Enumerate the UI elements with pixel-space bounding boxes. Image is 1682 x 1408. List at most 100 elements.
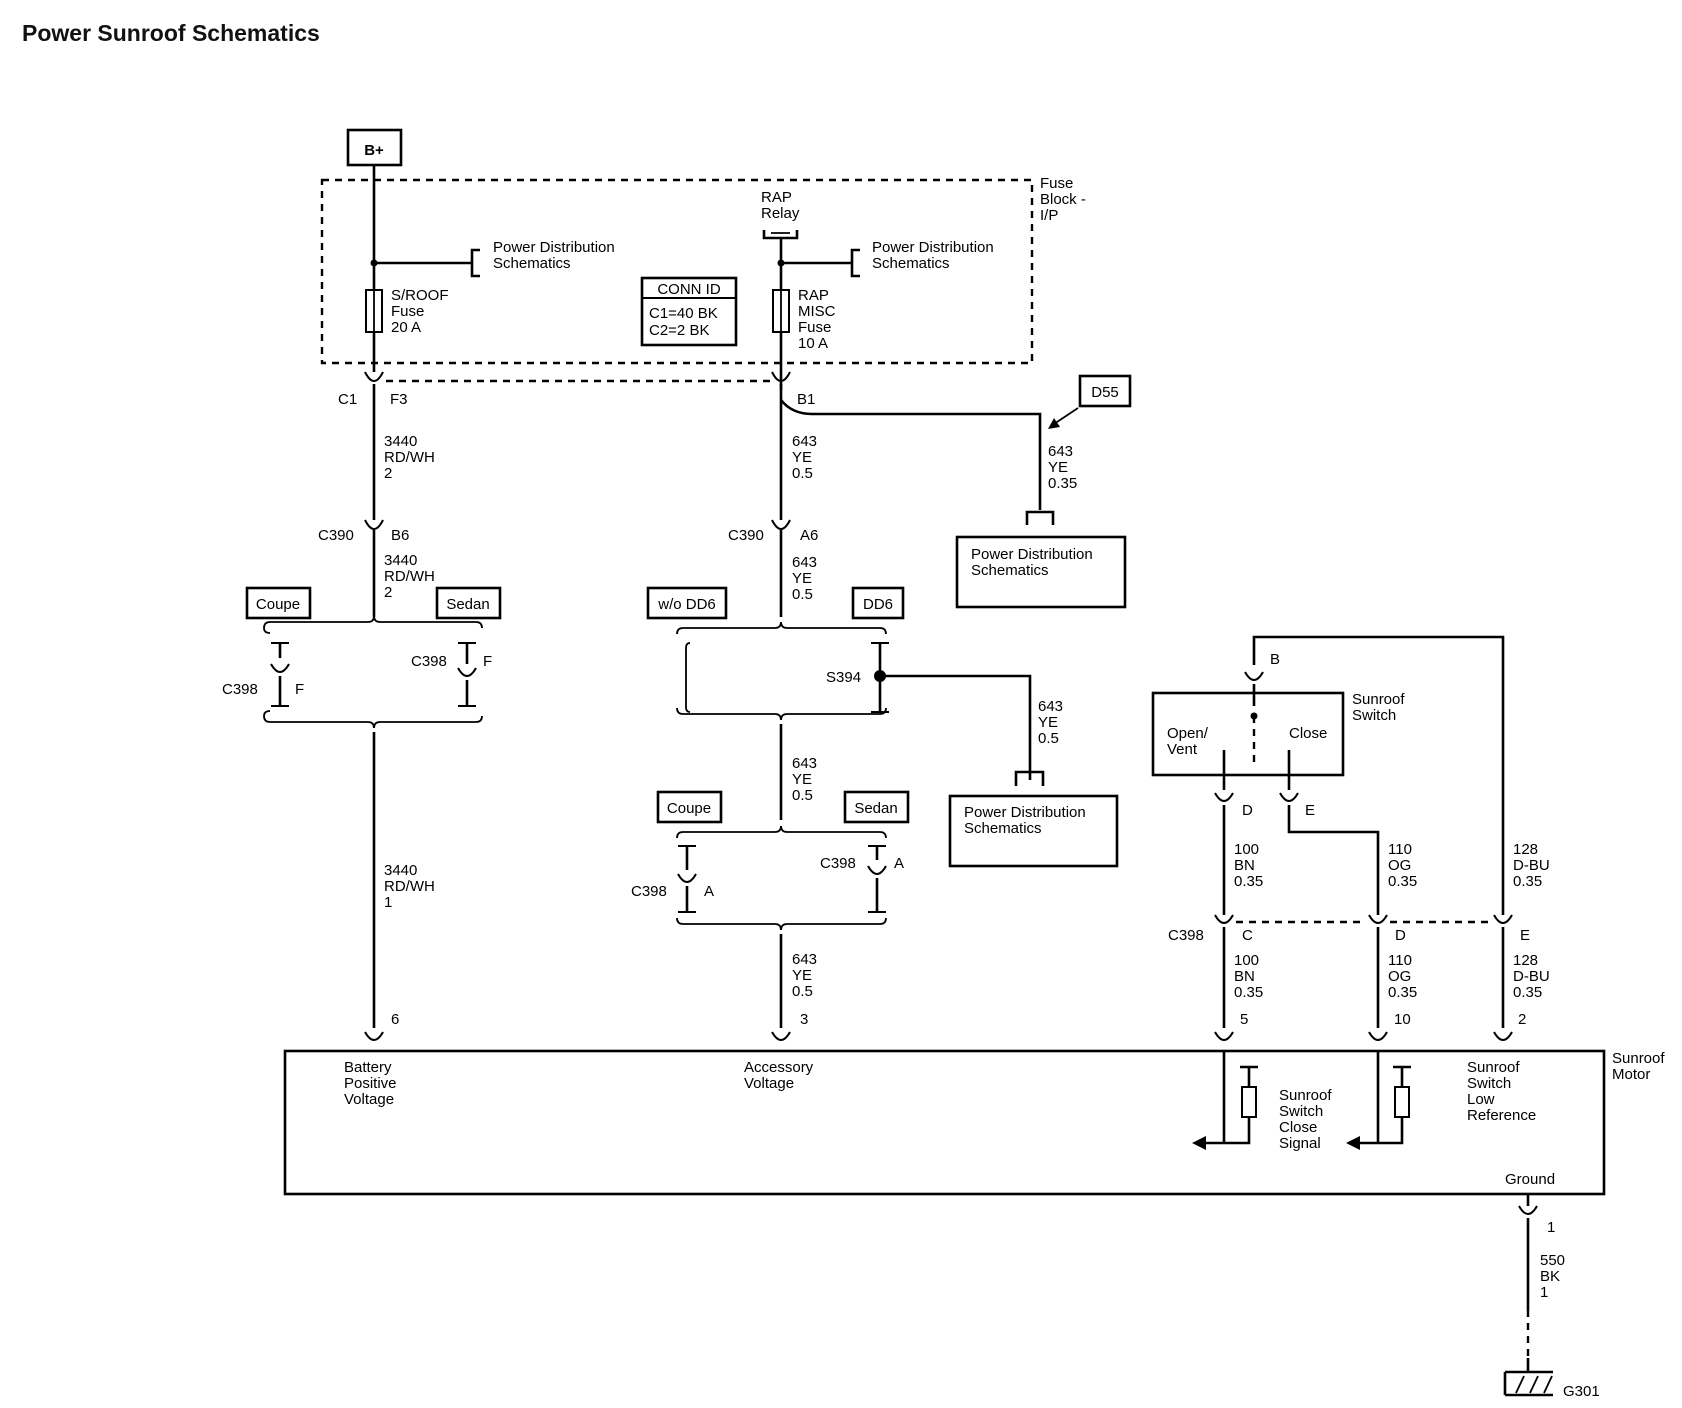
close-signal-label-2: Switch [1279, 1103, 1323, 1120]
option-split-bottom [676, 917, 887, 931]
wo-dd6-label: w/o DD6 [657, 596, 716, 613]
conn-b6-label: B6 [391, 527, 409, 544]
wire-643-label-2: YE [792, 449, 812, 466]
connector-c398-a [867, 865, 887, 875]
conn-c398-label: C398 [631, 883, 667, 900]
wire-3440-label-2: RD/WH [384, 449, 435, 466]
pds-box-right-1: Power Distribution [971, 546, 1093, 563]
wire-643-label-1: 643 [792, 951, 817, 968]
connector-c390-a6 [771, 519, 791, 530]
rap-fuse-label-2: MISC [798, 303, 836, 320]
wire-643-label-3: 0.5 [792, 586, 813, 603]
sunroof-motor-module [283, 1049, 1606, 1196]
sunroof-switch-label-2: Switch [1352, 707, 1396, 724]
wo-dd6-option-box [646, 586, 728, 620]
pds-box-right-2: Schematics [971, 562, 1049, 579]
wire-3440-label-3: 2 [384, 465, 392, 482]
sunroof-switch-box [1151, 691, 1345, 777]
sunroof-motor-label-1: Sunroof [1612, 1050, 1665, 1067]
wire-643-label-1: 643 [1038, 698, 1063, 715]
connector-switch-b [1244, 671, 1264, 681]
rap-relay-label-1: RAP [761, 189, 792, 206]
connector-switch-d [1214, 792, 1234, 802]
pds-ref-2: Schematics [872, 255, 950, 272]
motor-pin-6 [364, 1031, 384, 1041]
wire-550-label-1: 550 [1540, 1252, 1565, 1269]
motor-accessory-label-1: Accessory [744, 1059, 814, 1076]
connector-c1-f3 [364, 371, 384, 382]
fuse-block-label-3: I/P [1040, 207, 1058, 224]
rap-relay-label-2: Relay [761, 205, 800, 222]
coupe-label: Coupe [256, 596, 300, 613]
wire-128-label-1: 128 [1513, 952, 1538, 969]
wire-3440-label-2: RD/WH [384, 568, 435, 585]
rap-fuse-label-4: 10 A [798, 335, 828, 352]
wire-550-label-3: 1 [1540, 1284, 1548, 1301]
sunroof-switch-label-1: Sunroof [1352, 691, 1405, 708]
connector-c390-b6 [364, 519, 384, 530]
conn-c398-label: C398 [222, 681, 258, 698]
splice-s394-label: S394 [826, 669, 861, 686]
fuse-block-label-1: Fuse [1040, 175, 1073, 192]
option-split-top [676, 825, 887, 839]
switch-open-vent-1: Open/ [1167, 725, 1209, 742]
conn-c390-label: C390 [728, 527, 764, 544]
motor-ground-label: Ground [1505, 1171, 1555, 1188]
arrow-icon [1192, 1136, 1206, 1150]
connector-c398-f [270, 663, 290, 673]
wire-643-035-label-1: 643 [1048, 443, 1073, 460]
wire-3440-label-1: 3440 [384, 433, 417, 450]
wire-100-label-3: 0.35 [1234, 984, 1263, 1001]
close-signal-label-3: Close [1279, 1119, 1317, 1136]
wire-128-label-3: 0.35 [1513, 873, 1542, 890]
fuse-block-outline [320, 178, 1034, 365]
motor-battery-label-3: Voltage [344, 1091, 394, 1108]
motor-battery-label-1: Battery [344, 1059, 392, 1076]
connector-c398-a [677, 873, 697, 883]
wire-128-top [1252, 635, 1505, 915]
wire-643-label-3: 0.5 [792, 465, 813, 482]
wire-110-top [1287, 805, 1380, 915]
wire-550-label-2: BK [1540, 1268, 1560, 1285]
d55-label: D55 [1091, 384, 1119, 401]
conn-id-row-1: C1=40 BK [649, 305, 718, 322]
option-split-top [263, 615, 483, 629]
switch-close-label: Close [1289, 725, 1327, 742]
wire-643-035-label-3: 0.35 [1048, 475, 1077, 492]
conn-switch-b-label: B [1270, 651, 1280, 668]
low-ref-label-4: Reference [1467, 1107, 1536, 1124]
low-ref-label-3: Low [1467, 1091, 1495, 1108]
dd6-label: DD6 [863, 596, 893, 613]
conn-a-label: A [704, 883, 714, 900]
option-split-bottom [263, 715, 483, 729]
close-signal-label-4: Signal [1279, 1135, 1321, 1152]
connector-c1-b1 [771, 371, 791, 382]
coupe-label: Coupe [667, 800, 711, 817]
wire-128-label-2: D-BU [1513, 857, 1550, 874]
motor-pin-10 [1368, 1031, 1388, 1041]
wire-100-label-1: 100 [1234, 952, 1259, 969]
conn-c398-c-label: C [1242, 927, 1253, 944]
conn-f3-label: F3 [390, 391, 408, 408]
conn-switch-d-label: D [1242, 802, 1253, 819]
wire-643-label-3: 0.5 [1038, 730, 1059, 747]
motor-pin-5 [1214, 1031, 1234, 1041]
sedan-label: Sedan [854, 800, 897, 817]
wire-110-label-3: 0.35 [1388, 873, 1417, 890]
option-split-top [676, 621, 887, 635]
pullup-resistor [1241, 1086, 1257, 1118]
conn-id-row-2: C2=2 BK [649, 322, 709, 339]
wire-100-label-2: BN [1234, 857, 1255, 874]
wire-128-label-3: 0.35 [1513, 984, 1542, 1001]
page-title: Power Sunroof Schematics [22, 20, 320, 46]
wire-110-label-1: 110 [1388, 841, 1412, 858]
conn-b1-label: B1 [797, 391, 815, 408]
wire-643-label-1: 643 [792, 755, 817, 772]
dd6-option-box [851, 586, 905, 620]
connector-c398-f [457, 667, 477, 677]
option-split-bottom [676, 707, 887, 721]
wire-110-label-2: OG [1388, 857, 1411, 874]
rap-fuse-label-3: Fuse [798, 319, 831, 336]
wire-3440-1-label-1: 3440 [384, 862, 417, 879]
